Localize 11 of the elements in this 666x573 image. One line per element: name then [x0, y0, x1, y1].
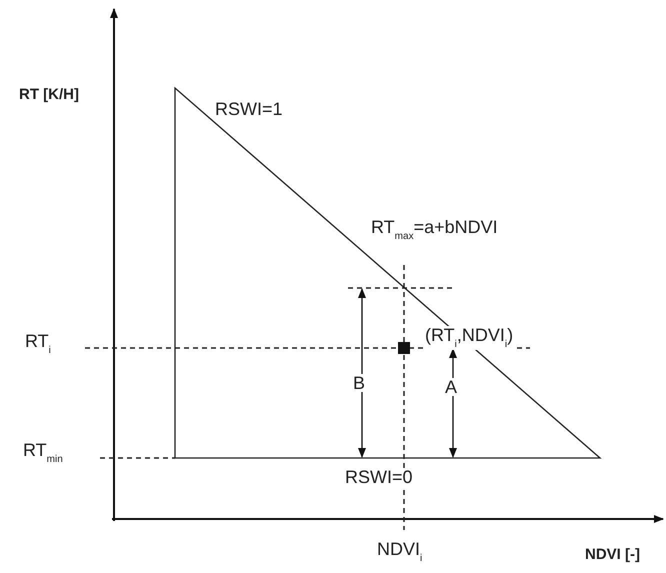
dimension-label: B [352, 374, 366, 392]
axis-title: NDVI [-] [584, 547, 641, 562]
axis-title: RT [K/H] [18, 87, 80, 102]
line-label: RSWI=0 [344, 468, 414, 486]
tick-label: NDVI$_{i}$ [376, 540, 424, 564]
tick-label: RT$_{min}$ [22, 441, 64, 465]
dimension-label: A [444, 378, 458, 396]
tick-label: RT$_{i}$ [24, 332, 52, 356]
line-label: RSWI=1 [214, 100, 284, 118]
point-label: (RT$_{i}$,NDVI$_{i}$) [424, 326, 514, 350]
equation-label: RT$_{max}$=a+bNDVI [370, 218, 499, 242]
